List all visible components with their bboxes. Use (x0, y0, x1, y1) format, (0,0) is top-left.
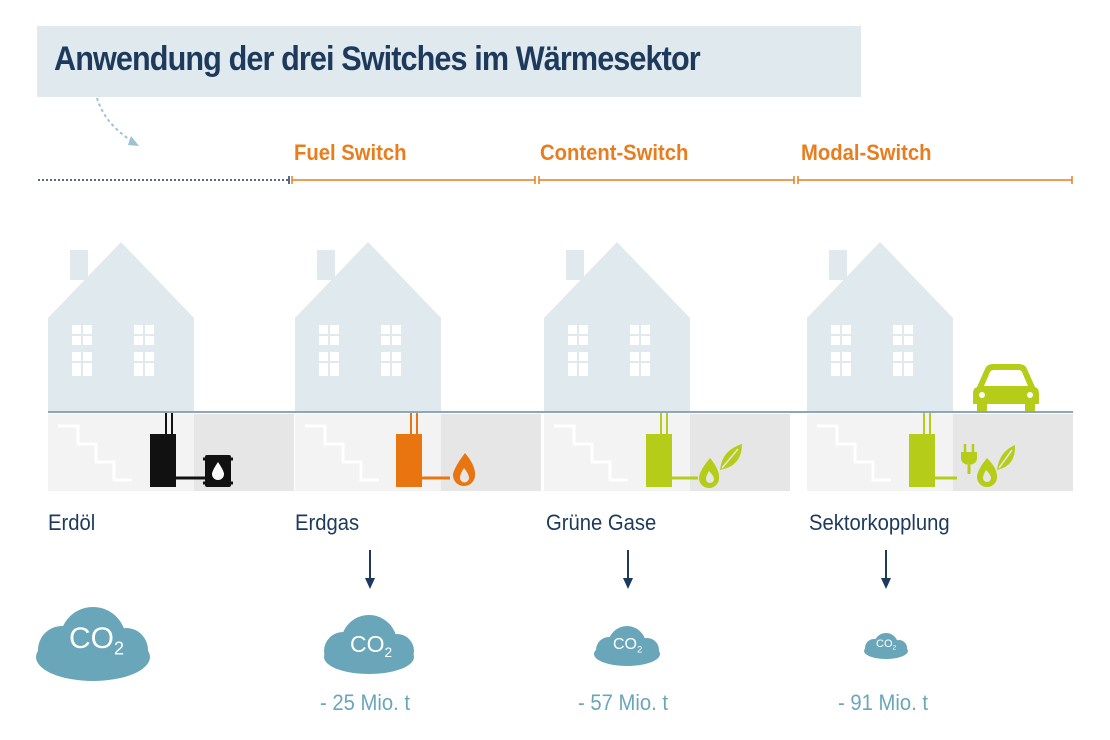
label-erdoel: Erdöl (48, 510, 96, 535)
gas-heater-icon (396, 413, 450, 487)
page-title: Anwendung der drei Switches im Wärmesekt… (54, 40, 701, 78)
title-box (37, 26, 861, 97)
co2-cloud-icon (36, 607, 150, 681)
saving-sektorkopplung: - 91 Mio. t (838, 690, 928, 715)
house-erdoel (48, 242, 294, 491)
hybrid-heater-icon (909, 413, 957, 487)
co2-text: CO2 (613, 636, 643, 656)
label-erdgas: Erdgas (295, 510, 360, 535)
label-gruene-gase: Grüne Gase (546, 510, 657, 535)
house-sektorkopplung (807, 242, 1073, 491)
co2-cloud-icon (324, 615, 414, 674)
flame-icon (452, 453, 476, 487)
dotted-arrow-icon (96, 97, 139, 146)
content-switch-label: Content-Switch (540, 140, 689, 165)
flame-leaf-icon (976, 445, 1016, 488)
co2-text: CO2 (69, 622, 125, 659)
house-erdgas (295, 242, 541, 491)
down-arrow-icon (623, 550, 633, 589)
green-gas-heater-icon (646, 413, 698, 487)
modal-switch-label: Modal-Switch (801, 140, 932, 165)
down-arrow-icon (365, 550, 375, 589)
timeline (38, 176, 1073, 184)
co2-cloud-icon (594, 626, 660, 666)
house-gruene-gase (544, 242, 790, 491)
oil-barrel-icon (203, 455, 233, 487)
co2-text: CO2 (876, 638, 897, 652)
co2-cloud-icon (864, 633, 908, 659)
green-gas-icon (698, 444, 742, 489)
saving-gruene-gase: - 57 Mio. t (578, 690, 668, 715)
down-arrow-icon (881, 550, 891, 589)
label-sektorkopplung: Sektorkopplung (809, 510, 950, 535)
oil-heater-icon (150, 413, 206, 487)
saving-erdgas: - 25 Mio. t (320, 690, 410, 715)
fuel-switch-label: Fuel Switch (294, 140, 407, 165)
plug-icon (961, 444, 977, 474)
car-icon (973, 364, 1039, 412)
co2-text: CO2 (350, 631, 393, 660)
